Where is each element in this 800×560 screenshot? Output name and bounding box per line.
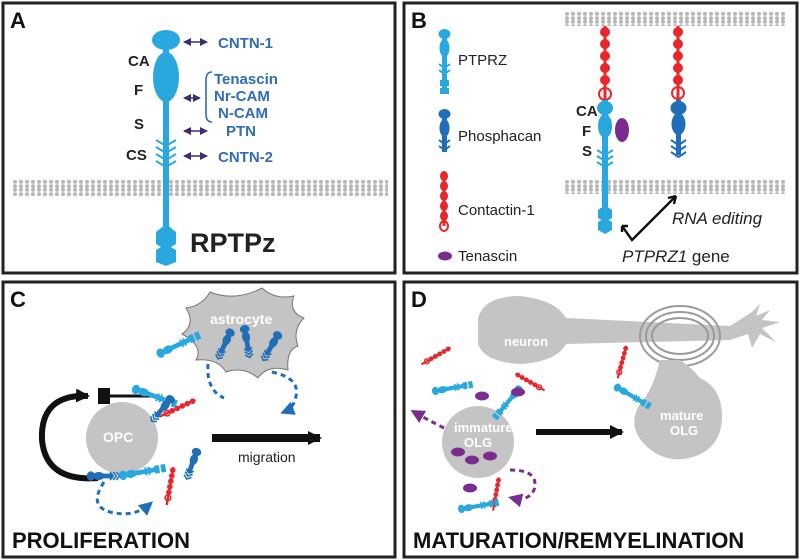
rna-editing-label: RNA editing xyxy=(672,209,763,228)
panel-a: A CA F S CS CNTN-1 Tenascin Nr-CAM N-CAM… xyxy=(1,1,397,275)
domain-label: F xyxy=(582,123,591,140)
ligand-label: N-CAM xyxy=(218,105,268,122)
immature-label: OLG xyxy=(464,435,492,450)
ligand-label: Nr-CAM xyxy=(214,88,270,105)
release-arrow xyxy=(95,481,154,516)
domain-label: CA xyxy=(576,103,598,120)
receptor-title: RPTPz xyxy=(190,228,276,258)
tenascin-molecule xyxy=(615,118,629,142)
domain-label: S xyxy=(582,143,592,160)
neuron-cell xyxy=(478,296,780,364)
release-arrow xyxy=(410,410,445,430)
panel-a-letter: A xyxy=(10,8,26,33)
neuron-label: neuron xyxy=(504,334,548,349)
panel-d-letter: D xyxy=(411,287,427,312)
gene-label: PTPRZ1 gene xyxy=(622,247,730,266)
domain-label: CS xyxy=(126,147,147,164)
ptprz-molecule xyxy=(596,100,614,234)
tenascin-molecule xyxy=(463,483,477,493)
panel-c-letter: C xyxy=(10,287,26,312)
ptprz-legend-icon xyxy=(438,29,451,94)
legend-label: Phosphacan xyxy=(458,128,541,145)
membrane xyxy=(12,180,388,196)
release-arrow xyxy=(508,468,537,508)
contactin-molecule xyxy=(598,26,612,102)
panel-d: D neuron immature OLG mature OLG xyxy=(402,280,799,559)
panel-caption: PROLIFERATION xyxy=(12,528,190,553)
tenascin-molecule xyxy=(475,391,489,401)
legend-label: Contactin-1 xyxy=(458,202,535,219)
tenascin-molecule xyxy=(465,455,479,465)
phosphacan-molecule xyxy=(670,100,687,159)
immature-olg-cell xyxy=(442,406,514,478)
release-arrow xyxy=(271,370,298,415)
rptpz-receptor xyxy=(152,30,180,266)
migration-label: migration xyxy=(238,449,296,465)
membrane xyxy=(565,12,785,26)
ligand-bracket xyxy=(205,71,213,123)
astrocyte-label: astrocyte xyxy=(210,311,272,327)
immature-label: immature xyxy=(454,420,513,435)
inhibition-bar-icon xyxy=(98,388,110,404)
opc-label: OPC xyxy=(103,429,133,445)
panel-b: B PTPRZ Phosphacan Contacti xyxy=(402,1,799,275)
mature-label: OLG xyxy=(670,423,698,438)
tenascin-molecule xyxy=(483,451,497,461)
legend-label: PTPRZ xyxy=(458,52,507,69)
panel-caption: MATURATION/REMYELINATION xyxy=(413,528,744,553)
membrane xyxy=(565,180,785,194)
ligand-label: Tenascin xyxy=(214,71,278,88)
ligand-label: CNTN-1 xyxy=(218,35,273,52)
proliferation-loop-arrow xyxy=(38,388,99,482)
tenascin-legend-icon xyxy=(438,251,452,261)
contactin-molecule xyxy=(671,26,685,100)
contactin-legend-icon xyxy=(439,171,449,232)
domain-label: CA xyxy=(128,53,150,70)
ligand-label: PTN xyxy=(226,123,256,140)
phosphacan-legend-icon xyxy=(438,109,451,152)
panel-b-letter: B xyxy=(411,8,427,33)
mature-olg-cell xyxy=(634,360,722,460)
opc-cell xyxy=(86,402,158,474)
ligand-label: CNTN-2 xyxy=(218,149,273,166)
mature-label: mature xyxy=(660,408,703,423)
domain-label: F xyxy=(134,82,143,99)
domain-label: S xyxy=(134,116,144,133)
legend-label: Tenascin xyxy=(458,248,517,265)
panel-a-border xyxy=(1,1,397,275)
tenascin-molecule xyxy=(511,387,525,397)
tenascin-molecule xyxy=(451,447,465,457)
release-path xyxy=(206,363,225,400)
panel-c: C astrocyte OPC migration PROLIFERATION xyxy=(1,280,397,559)
rna-editing-arrow xyxy=(621,195,677,242)
